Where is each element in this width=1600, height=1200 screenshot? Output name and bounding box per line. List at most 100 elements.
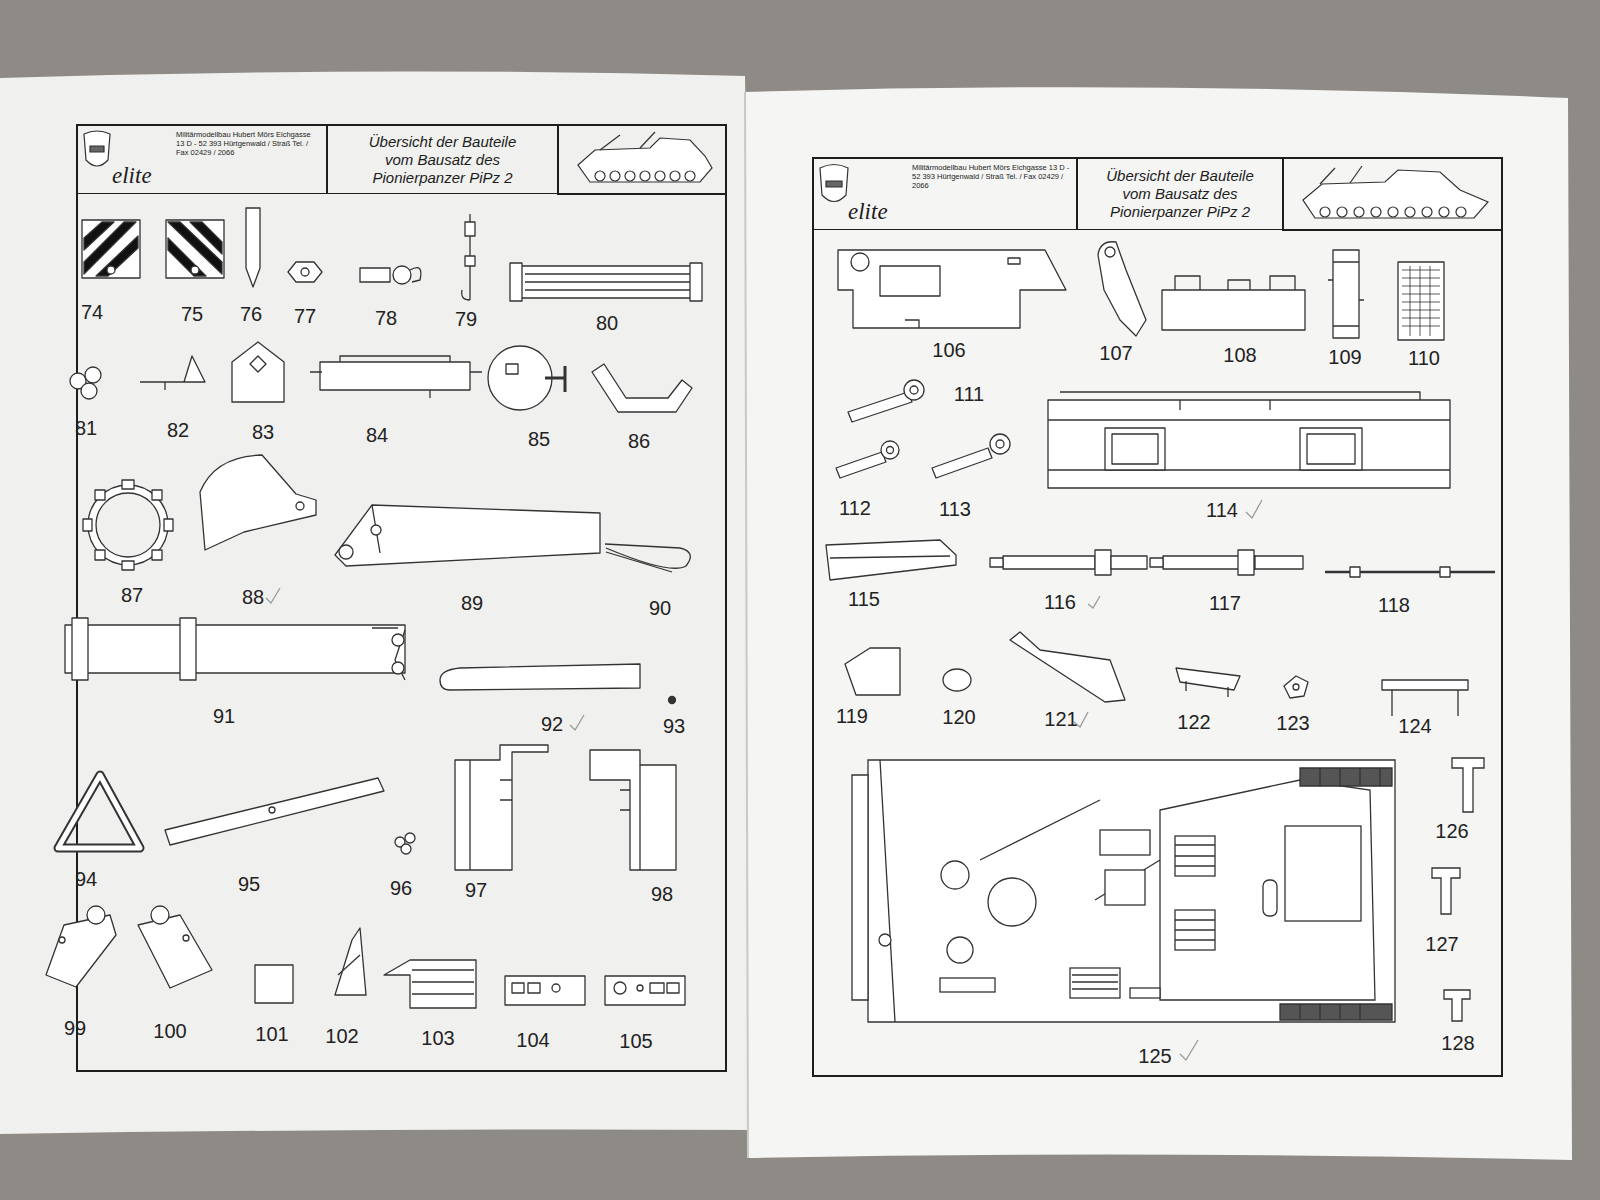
hull-drawing [941,861,969,889]
part-number: 106 [932,340,965,360]
part-number: 107 [1099,343,1132,363]
hull-drawing [868,760,1395,1022]
hull-drawing [1105,870,1145,905]
part-drawing [996,440,1004,448]
hull-drawing [1100,830,1150,855]
tank-silhouette [610,171,620,181]
part-drawing [1444,990,1470,1021]
part-drawing [393,266,411,284]
part-number: 104 [516,1030,549,1050]
part-drawing [335,928,366,995]
part-drawing [470,760,512,870]
page-frame [813,158,1502,1076]
part-drawing [46,745,685,1008]
part-drawing [1186,681,1228,697]
part-number: 111 [954,384,984,404]
part-number: 91 [213,706,235,726]
part-number: 125 [1138,1046,1171,1066]
part-drawing [1382,680,1468,690]
tank-silhouette [1388,207,1398,217]
tank-silhouette [1405,207,1415,217]
part-drawing [1175,276,1295,290]
company-emblem [84,131,110,166]
hull-drawing [852,760,1395,1022]
part-drawing [301,268,309,276]
part-drawing [1048,400,1450,488]
part-drawing [1112,434,1158,464]
part-drawing [88,485,168,565]
part-number: 88 [242,587,264,607]
hull-drawing [947,937,973,963]
part-drawing [372,628,405,680]
title-box: Übersicht der Bauteile vom Bausatz des P… [327,125,558,194]
part-drawing [1432,758,1484,1021]
part-drawing [910,386,918,394]
part-number: 90 [649,598,671,618]
tank-silhouette [600,132,655,150]
part-number: 126 [1435,821,1468,841]
part-drawing [1048,392,1450,470]
part-drawing [46,915,116,987]
part-drawing [1333,250,1359,338]
part-drawing [512,983,524,993]
company-emblem [84,131,848,202]
hull-drawing [1285,826,1361,921]
part-drawing [138,915,212,988]
part-drawing [1293,684,1299,690]
part-drawing [372,505,380,553]
part-number: 93 [663,716,685,736]
part-number: 103 [421,1028,454,1048]
part-drawing [401,844,411,854]
part-drawing [250,356,266,372]
page-frame [77,125,1502,1076]
part-drawing [392,634,404,646]
part-number: 127 [1425,934,1458,954]
part-drawing [1238,550,1254,575]
part-number: 74 [81,302,103,322]
part-drawing [690,263,702,301]
part-number: 80 [596,313,618,333]
part-drawing [826,242,1495,716]
part-number: 98 [651,884,673,904]
part-drawing [845,648,900,695]
part-number: 128 [1441,1033,1474,1053]
part-drawing [339,545,353,559]
part-drawing [1284,676,1308,698]
page-frame [77,125,726,1071]
hull-drawing [1300,768,1392,786]
part-drawing [990,434,1010,454]
part-drawing [1350,567,1360,577]
part-drawing [152,490,162,500]
part-number: 110 [1408,348,1440,368]
part-drawing [200,455,316,550]
part-drawing [122,480,134,489]
part-drawing [836,452,886,478]
title-box: Übersicht der Bauteile vom Bausatz des P… [1077,158,1283,230]
part-drawing [904,380,924,400]
part-number: 97 [465,880,487,900]
tank-silhouette [1439,207,1449,217]
hull-drawing [1175,845,1215,940]
part-drawing [880,266,940,296]
part-drawing [338,955,360,975]
tank-silhouette [685,171,695,181]
part-drawing [371,525,381,535]
part-drawing [59,937,65,943]
part-number: 122 [1177,712,1210,732]
part-drawing [360,268,390,282]
part-drawing [412,970,474,994]
part-drawing [1003,556,1095,569]
hull-drawing [1263,880,1277,916]
part-drawing [545,366,565,392]
part-drawing [590,750,676,870]
tank-silhouette [595,171,605,181]
pen-tick [1180,1040,1198,1060]
part-drawing [405,833,415,843]
part-number: 120 [942,707,975,727]
part-number: 89 [461,593,483,613]
part-drawing [410,268,421,282]
part-drawing [122,561,134,570]
maker-box: eliteMilitärmodellbau Hubert Mörs Eichga… [813,158,1077,230]
part-drawing [592,364,692,412]
